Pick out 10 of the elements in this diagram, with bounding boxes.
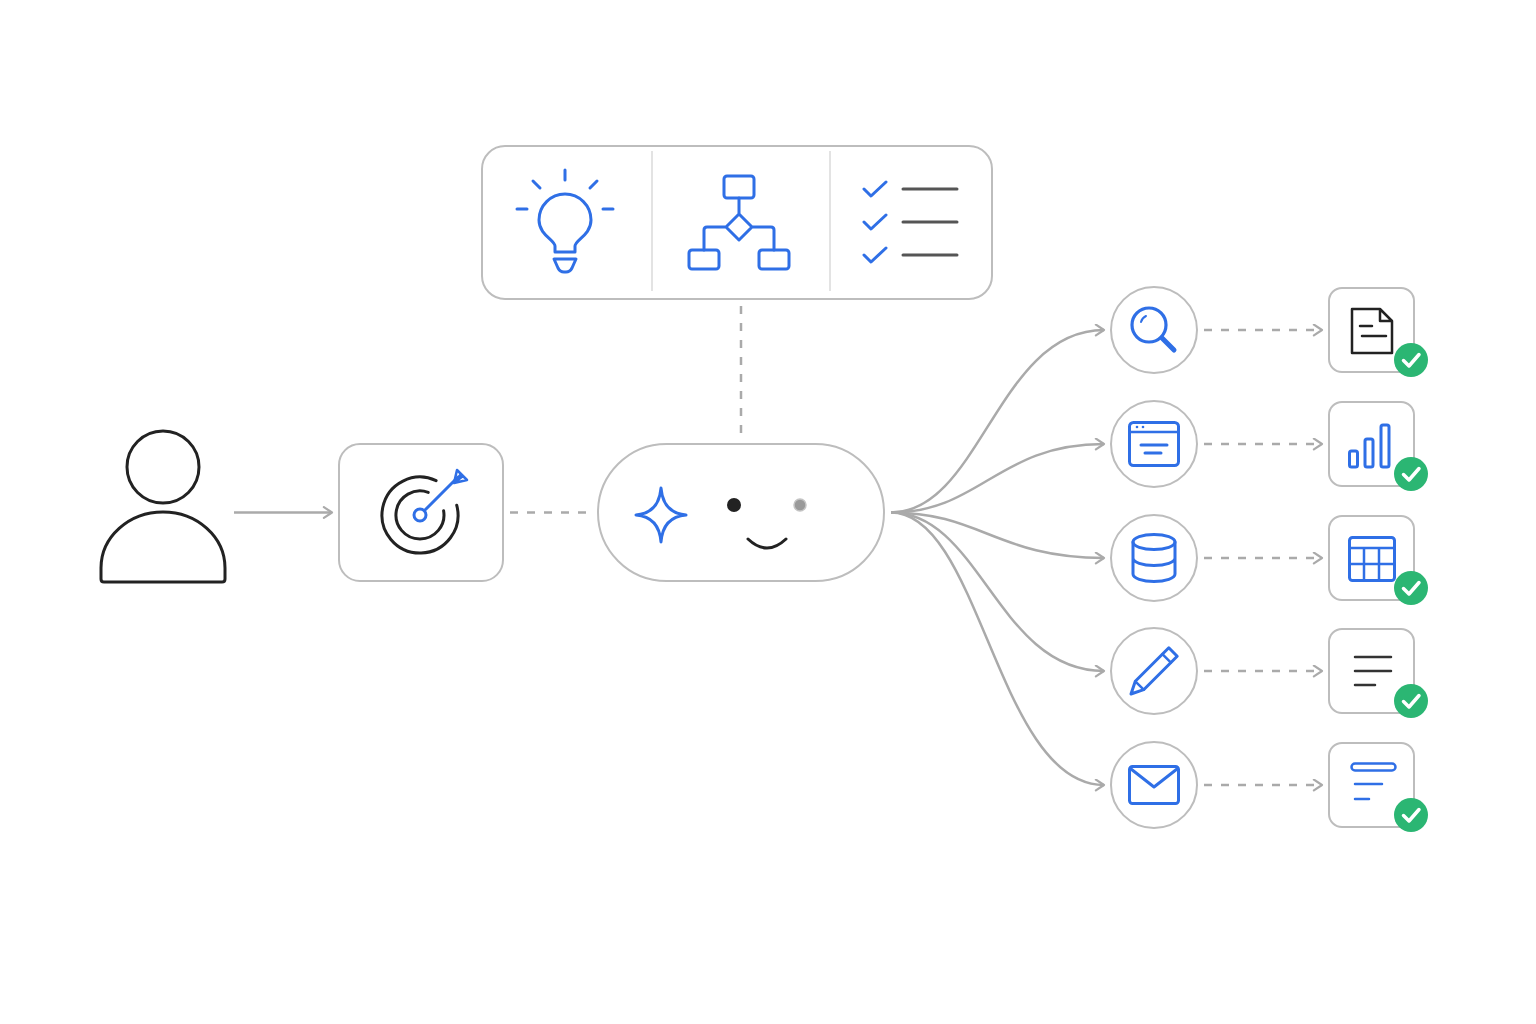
dashed-arrow [1204, 323, 1324, 337]
goal-card [338, 443, 504, 582]
icon-panel [481, 145, 993, 300]
person-icon [98, 428, 228, 585]
dashed-arrow [1204, 778, 1324, 792]
dashed-arrow [1204, 437, 1324, 451]
arrow [234, 506, 334, 519]
curved-arrow [890, 511, 1106, 790]
dashed-arrow [1204, 551, 1324, 565]
dashed-arrow [1204, 664, 1324, 678]
